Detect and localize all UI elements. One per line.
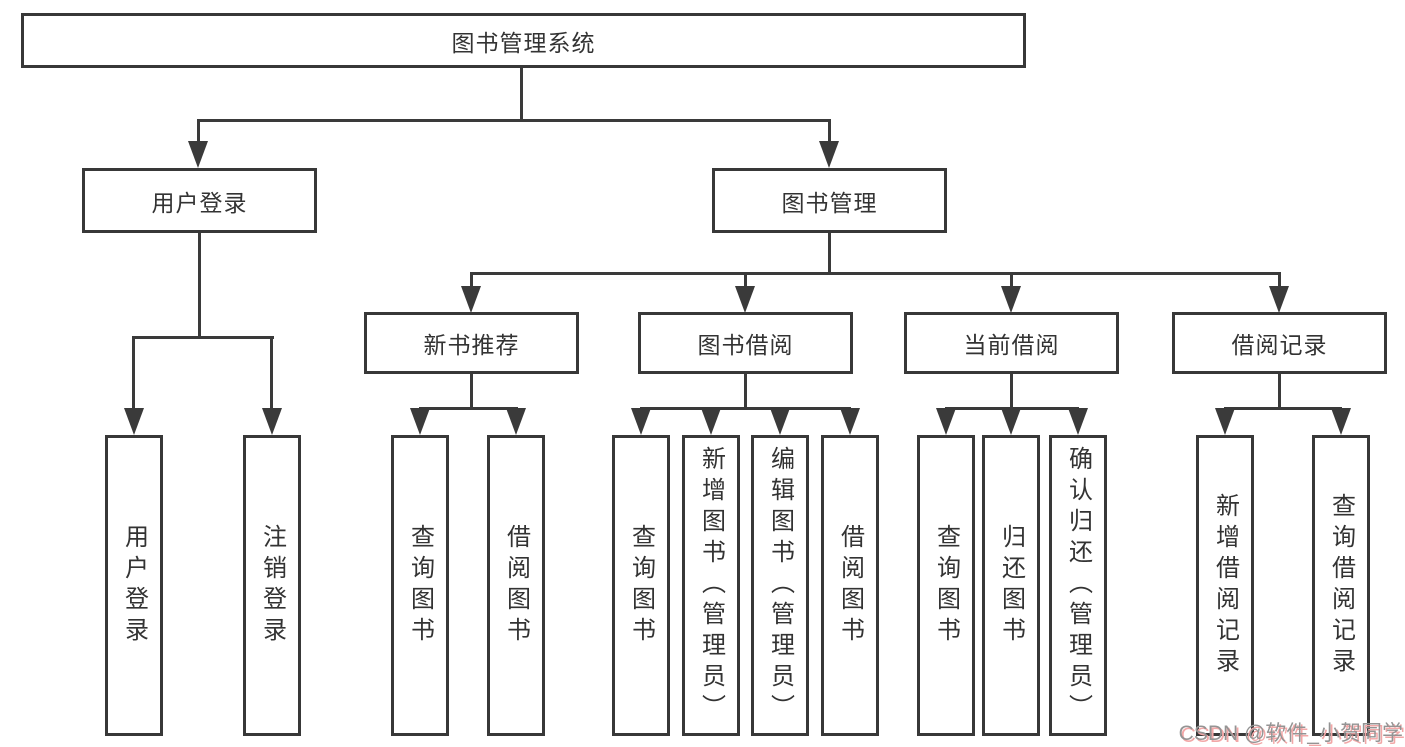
leaf-query-books-newbooks-label: 查询图书 xyxy=(406,523,434,648)
connector-arrow xyxy=(124,408,144,435)
connector-arrow xyxy=(461,286,481,313)
leaf-query-books-newbooks: 查询图书 xyxy=(391,435,449,736)
connector-arrow xyxy=(1215,408,1235,435)
connector-line xyxy=(1010,272,1013,288)
node-new-books: 新书推荐 xyxy=(364,312,579,374)
connector-line xyxy=(132,336,135,410)
connector-line xyxy=(828,233,831,275)
leaf-borrow-books-newbooks-label: 借阅图书 xyxy=(502,523,530,648)
connector-line xyxy=(197,119,831,122)
node-book-mgmt-label: 图书管理 xyxy=(781,189,878,216)
node-new-books-label: 新书推荐 xyxy=(423,332,520,358)
connector-arrow xyxy=(1269,286,1289,313)
leaf-add-book-admin-label: 新增图书（管理员） xyxy=(697,446,725,725)
connector-arrow xyxy=(1001,408,1021,435)
connector-arrow xyxy=(701,408,721,435)
leaf-confirm-return-admin-label: 确认归还（管理员） xyxy=(1064,446,1092,725)
connector-arrow xyxy=(735,286,755,313)
leaf-return-book: 归还图书 xyxy=(982,435,1040,736)
connector-line xyxy=(1224,407,1342,410)
leaf-add-borrow-record-label: 新增借阅记录 xyxy=(1211,492,1239,679)
leaf-edit-book-admin: 编辑图书（管理员） xyxy=(751,435,809,736)
watermark: CSDN @软件_小贺同学 xyxy=(1178,722,1403,745)
connector-line xyxy=(1278,272,1281,288)
connector-line xyxy=(270,336,273,410)
node-book-mgmt: 图书管理 xyxy=(712,168,947,233)
leaf-query-books-current: 查询图书 xyxy=(917,435,975,736)
node-borrow-records-label: 借阅记录 xyxy=(1231,332,1328,358)
connector-arrow xyxy=(819,141,839,168)
leaf-add-borrow-record: 新增借阅记录 xyxy=(1196,435,1254,736)
connector-line xyxy=(198,233,201,337)
connector-arrow xyxy=(1001,286,1021,313)
connector-line xyxy=(470,374,473,409)
connector-line xyxy=(197,119,200,143)
connector-line xyxy=(744,374,747,409)
connector-line xyxy=(828,119,831,143)
connector-arrow xyxy=(631,408,651,435)
connector-line xyxy=(744,272,747,288)
connector-line xyxy=(1010,374,1013,409)
connector-arrow xyxy=(1068,408,1088,435)
connector-line xyxy=(470,272,473,288)
connector-line xyxy=(640,407,851,410)
leaf-edit-book-admin-label: 编辑图书（管理员） xyxy=(766,446,794,725)
node-user-login-label: 用户登录 xyxy=(151,189,248,216)
connector-line xyxy=(520,68,523,122)
leaf-query-books-borrow: 查询图书 xyxy=(612,435,670,736)
leaf-add-book-admin: 新增图书（管理员） xyxy=(682,435,740,736)
node-book-borrow-label: 图书借阅 xyxy=(697,332,794,358)
leaf-query-books-current-label: 查询图书 xyxy=(932,523,960,648)
node-root-label: 图书管理系统 xyxy=(451,29,596,56)
leaf-user-login: 用户登录 xyxy=(105,435,163,736)
node-book-borrow: 图书借阅 xyxy=(638,312,853,374)
leaf-borrow-books-newbooks: 借阅图书 xyxy=(487,435,545,736)
leaf-user-login-label: 用户登录 xyxy=(120,523,148,648)
node-root: 图书管理系统 xyxy=(21,13,1026,68)
node-current-borrow-label: 当前借阅 xyxy=(963,332,1060,358)
connector-arrow xyxy=(936,408,956,435)
connector-arrow xyxy=(410,408,430,435)
leaf-query-borrow-record: 查询借阅记录 xyxy=(1312,435,1370,736)
leaf-query-books-borrow-label: 查询图书 xyxy=(627,523,655,648)
leaf-confirm-return-admin: 确认归还（管理员） xyxy=(1049,435,1107,736)
leaf-query-borrow-record-label: 查询借阅记录 xyxy=(1327,492,1355,679)
node-borrow-records: 借阅记录 xyxy=(1172,312,1387,374)
leaf-return-book-label: 归还图书 xyxy=(997,523,1025,648)
leaf-borrow-books-borrow-label: 借阅图书 xyxy=(836,523,864,648)
connector-line xyxy=(470,272,1281,275)
leaf-logout-label: 注销登录 xyxy=(258,523,286,648)
connector-line xyxy=(132,336,274,339)
leaf-borrow-books-borrow: 借阅图书 xyxy=(821,435,879,736)
connector-arrow xyxy=(770,408,790,435)
connector-arrow xyxy=(188,141,208,168)
connector-arrow xyxy=(1331,408,1351,435)
connector-line xyxy=(419,407,518,410)
node-current-borrow: 当前借阅 xyxy=(904,312,1119,374)
connector-line xyxy=(1278,374,1281,409)
connector-arrow xyxy=(506,408,526,435)
leaf-logout: 注销登录 xyxy=(243,435,301,736)
connector-arrow xyxy=(840,408,860,435)
node-user-login: 用户登录 xyxy=(82,168,317,233)
connector-arrow xyxy=(262,408,282,435)
